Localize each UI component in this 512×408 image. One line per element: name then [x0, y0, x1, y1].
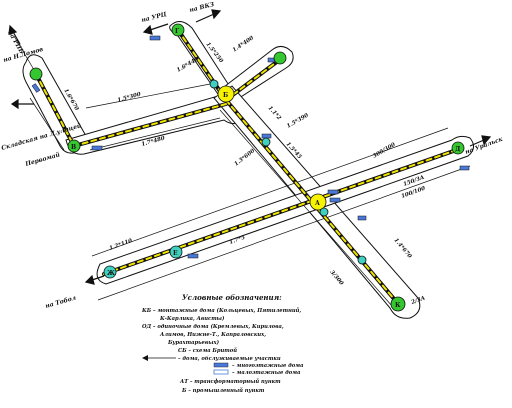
street-label: 300/300: [372, 142, 397, 160]
node-right: [451, 141, 465, 155]
legend-item: ОД – одиночные дома (Кремлевых, Кирилова…: [142, 323, 284, 330]
direction-label-bottom-left: на Тобол: [45, 294, 78, 310]
legend-item: АТ – трансформаторный пункт: [179, 378, 281, 385]
node-y-junction: [217, 85, 235, 103]
node-left: [67, 139, 81, 153]
street-label: 2/ЗА: [410, 295, 427, 306]
street-label: 1.6*440: [176, 56, 200, 73]
node-y-junction-small: [209, 79, 219, 89]
legend-item: Алимов, Нижне-Т., Капраловских,: [159, 332, 266, 338]
street-label: 3/300: [328, 269, 344, 286]
legend-item: Б – промышленный пункт: [181, 387, 265, 394]
node-letter: Д: [455, 146, 461, 153]
network-nodes: [29, 23, 465, 312]
node-letters: А Б В К Е Ж Г Д: [71, 28, 461, 309]
legend-item: – малоэтажные дома: [232, 370, 300, 376]
node-letter: Б: [223, 92, 228, 99]
street-label: 1.4*400: [232, 35, 255, 53]
direction-arrows: [8, 9, 492, 285]
building-marker: [187, 253, 199, 259]
node-top-left: [29, 67, 43, 81]
legend-arrow-head: [142, 355, 148, 361]
legend-item: – многоэтажные дома: [232, 363, 303, 369]
building-marker: [459, 165, 470, 171]
building-marker: [329, 197, 341, 203]
node-letter: Г: [175, 28, 180, 35]
node-letter: А: [315, 200, 320, 207]
legend-item: К-Карлика, Ависты): [159, 315, 225, 322]
building-marker: [31, 83, 41, 93]
street-label: 1.1*2: [267, 105, 282, 121]
street-edges: [13, 35, 471, 307]
node-top-right: [273, 51, 287, 65]
street-label: 1.7*5: [229, 235, 247, 246]
legend-title: Условные обозначения:: [182, 293, 282, 302]
street-label: 1.5*390: [286, 112, 310, 129]
node-lower-left-1: [169, 245, 183, 259]
node-letter: К: [395, 302, 401, 309]
node-center-right: [319, 207, 329, 217]
center-lines: [34, 28, 464, 308]
node-main-mid: [261, 137, 271, 147]
legend-swatch-multistorey: [213, 362, 229, 368]
legend-item: – дома, обслуживаемые участки: [178, 355, 281, 362]
street-label: 1.5*300: [117, 92, 142, 104]
direction-label-top: на УРЦ: [141, 11, 168, 24]
node-letter: Ж: [107, 270, 115, 277]
node-center: [309, 193, 327, 211]
legend: Условные обозначения: КБ – монтажные дом…: [141, 293, 303, 394]
building-markers: [31, 35, 470, 259]
direction-label-left-lower: Первомай: [24, 151, 62, 168]
node-lower-left-2: [103, 265, 117, 279]
building-marker: [91, 145, 103, 151]
node-lower-main: [357, 255, 367, 265]
building-marker: [357, 215, 367, 221]
legend-item: Бурахтарьевых): [167, 339, 220, 346]
direction-label-top2: на ВКЗ: [189, 1, 216, 14]
legend-swatch-lowrise: [213, 369, 229, 375]
building-marker: [149, 35, 161, 41]
node-letter: Е: [173, 250, 178, 257]
street-label: 1.4*670: [392, 237, 412, 259]
legend-item: КБ – монтажные дома (Кольцевых, Пятилетн…: [141, 307, 301, 314]
street-label: 1.3*600: [234, 148, 257, 168]
road-corridors: [22, 21, 474, 319]
node-top: [171, 23, 185, 37]
legend-item: СБ – схема Бритой: [178, 347, 237, 354]
street-label: 1.2*110: [109, 238, 134, 252]
node-letter: В: [71, 144, 76, 151]
node-bottom-right: [390, 296, 406, 312]
building-marker: [261, 133, 272, 139]
building-marker: [327, 189, 339, 195]
